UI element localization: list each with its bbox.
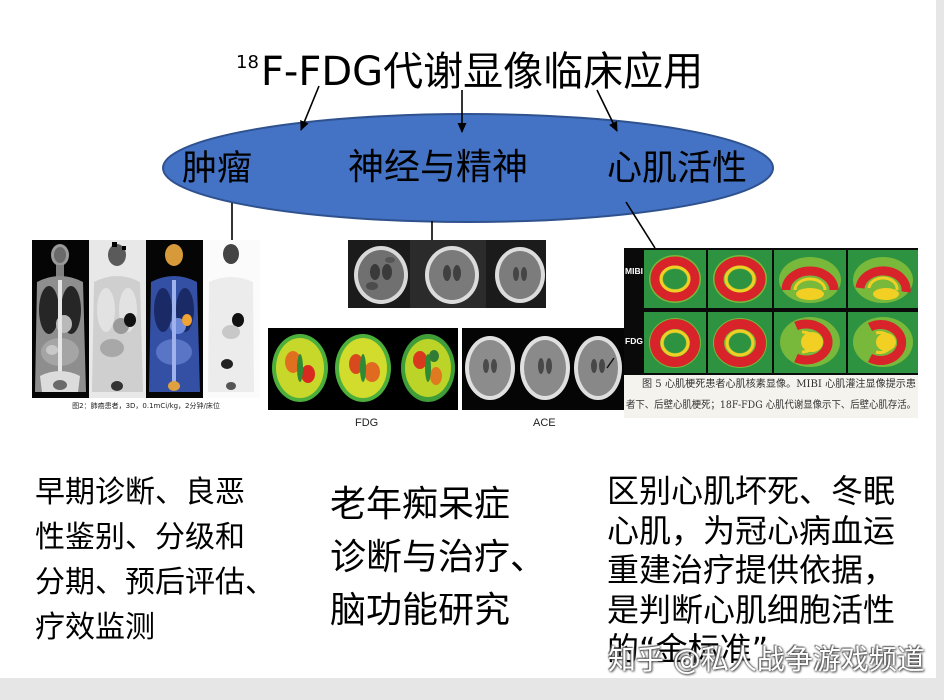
brain-ace-label: ACE bbox=[533, 417, 556, 429]
cardiac-description-line: 心肌，为冠心病血运 bbox=[607, 511, 896, 550]
pet-coronal-panel bbox=[89, 240, 146, 398]
neuro-description-line: 诊断与治疗、 bbox=[330, 537, 547, 578]
pet-ct-caption: 图2：肺癌患者，3D，0.1mCi/kg，2分钟/床位 bbox=[72, 401, 220, 410]
neuro-description: 老年痴呆症 诊断与治疗、 脑功能研究 bbox=[330, 478, 546, 637]
ct-coronal-panel bbox=[32, 240, 89, 398]
neuro-description-line: 老年痴呆症 bbox=[330, 484, 511, 525]
category-neuro: 神经与精神 bbox=[348, 147, 529, 188]
cardiac-description-line: 重建治疗提供依据， bbox=[607, 551, 896, 589]
brain-fdg-figure bbox=[268, 328, 458, 410]
brain-ace-slice bbox=[520, 336, 570, 400]
brain-ace-image bbox=[462, 328, 624, 410]
cardiac-description-line: 是判断心肌细胞活性 bbox=[607, 590, 896, 629]
fdg-long-axis-ring bbox=[774, 312, 846, 373]
title-main: F-FDG代谢显像临床应用 bbox=[260, 49, 704, 95]
cardiac-description-line: 区别心肌坏死、冬眠 bbox=[607, 472, 896, 510]
diagram-shapes bbox=[162, 85, 774, 249]
fused-pet-ct-panel bbox=[146, 240, 203, 398]
cardiac-description: 区别心肌坏死、冬眠 心肌，为冠心病血运 重建治疗提供依据， 是判断心肌细胞活性 … bbox=[607, 472, 895, 670]
cardiac-image: MIBI FDG bbox=[624, 248, 918, 418]
category-ellipse bbox=[162, 113, 774, 223]
cardiac-row-label-mibi: MIBI bbox=[625, 266, 643, 276]
tumor-description: 早期诊断、良恶 性鉴别、分级和 分期、预后评估、 疗效监测 bbox=[35, 470, 275, 650]
slide: 18F-FDG代谢显像临床应用 肿瘤 神经与精神 心肌活性 bbox=[0, 0, 936, 678]
fdg-short-axis-ring bbox=[708, 312, 772, 373]
connector-cardiac bbox=[625, 201, 656, 249]
brain-ace-slice bbox=[574, 336, 622, 400]
slide-title: 18F-FDG代谢显像临床应用 bbox=[236, 37, 703, 98]
tumor-description-line: 疗效监测 bbox=[35, 610, 155, 645]
zhihu-watermark: 知乎 @私人战争游戏频道 bbox=[608, 643, 925, 676]
pet-mip-panel bbox=[203, 240, 260, 398]
brain-ct-figure bbox=[348, 240, 546, 308]
cardiac-description-line: 的“金标准” bbox=[607, 630, 769, 668]
neuro-description-line: 脑功能研究 bbox=[330, 590, 511, 631]
brain-fdg-image bbox=[268, 328, 458, 410]
brain-ct-image bbox=[348, 240, 546, 308]
pet-ct-image: 图2：肺癌患者，3D，0.1mCi/kg，2分钟/床位 bbox=[32, 240, 260, 412]
cardiac-caption-line: 图 5 心肌梗死患者心肌核素显像。MIBI 心肌灌注显像提示患 bbox=[642, 377, 916, 390]
brain-ace-slice bbox=[465, 336, 515, 400]
brain-ct-slice bbox=[354, 246, 408, 304]
category-ellipse-border bbox=[162, 113, 774, 223]
brain-ace-figure bbox=[462, 328, 624, 410]
tumor-description-line: 分期、预后评估、 bbox=[35, 565, 275, 600]
mibi-short-axis-ring bbox=[708, 250, 772, 308]
cardiac-row-label-fdg: FDG bbox=[625, 336, 643, 346]
brain-fdg-slice bbox=[272, 334, 328, 402]
title-superscript: 18 bbox=[236, 52, 259, 73]
brain-fdg-slice bbox=[335, 334, 391, 402]
category-tumor: 肿瘤 bbox=[182, 149, 253, 189]
brain-fdg-label: FDG bbox=[355, 417, 379, 429]
fdg-long-axis-ring bbox=[848, 312, 918, 373]
cardiac-caption-line: 者下、后壁心肌梗死；18F-FDG 心肌代谢显像示下、后壁心肌存活。 bbox=[626, 398, 916, 411]
fdg-short-axis-ring bbox=[644, 312, 706, 373]
cardiac-figure: MIBI FDG bbox=[624, 248, 918, 418]
mibi-long-axis-arch bbox=[848, 250, 918, 308]
arrow-title-to-cardiac bbox=[596, 89, 618, 132]
mibi-long-axis-arch bbox=[774, 250, 846, 308]
pet-ct-figure: 图2：肺癌患者，3D，0.1mCi/kg，2分钟/床位 bbox=[32, 240, 260, 412]
tumor-description-line: 早期诊断、良恶 bbox=[35, 475, 245, 510]
brain-ct-slice bbox=[495, 247, 545, 303]
brain-fdg-slice bbox=[401, 334, 455, 402]
mibi-short-axis-ring bbox=[644, 250, 706, 308]
tumor-description-line: 性鉴别、分级和 bbox=[35, 520, 245, 555]
brain-ct-slice bbox=[425, 246, 479, 304]
category-cardiac: 心肌活性 bbox=[607, 149, 748, 189]
arrow-title-to-tumor bbox=[300, 85, 320, 131]
